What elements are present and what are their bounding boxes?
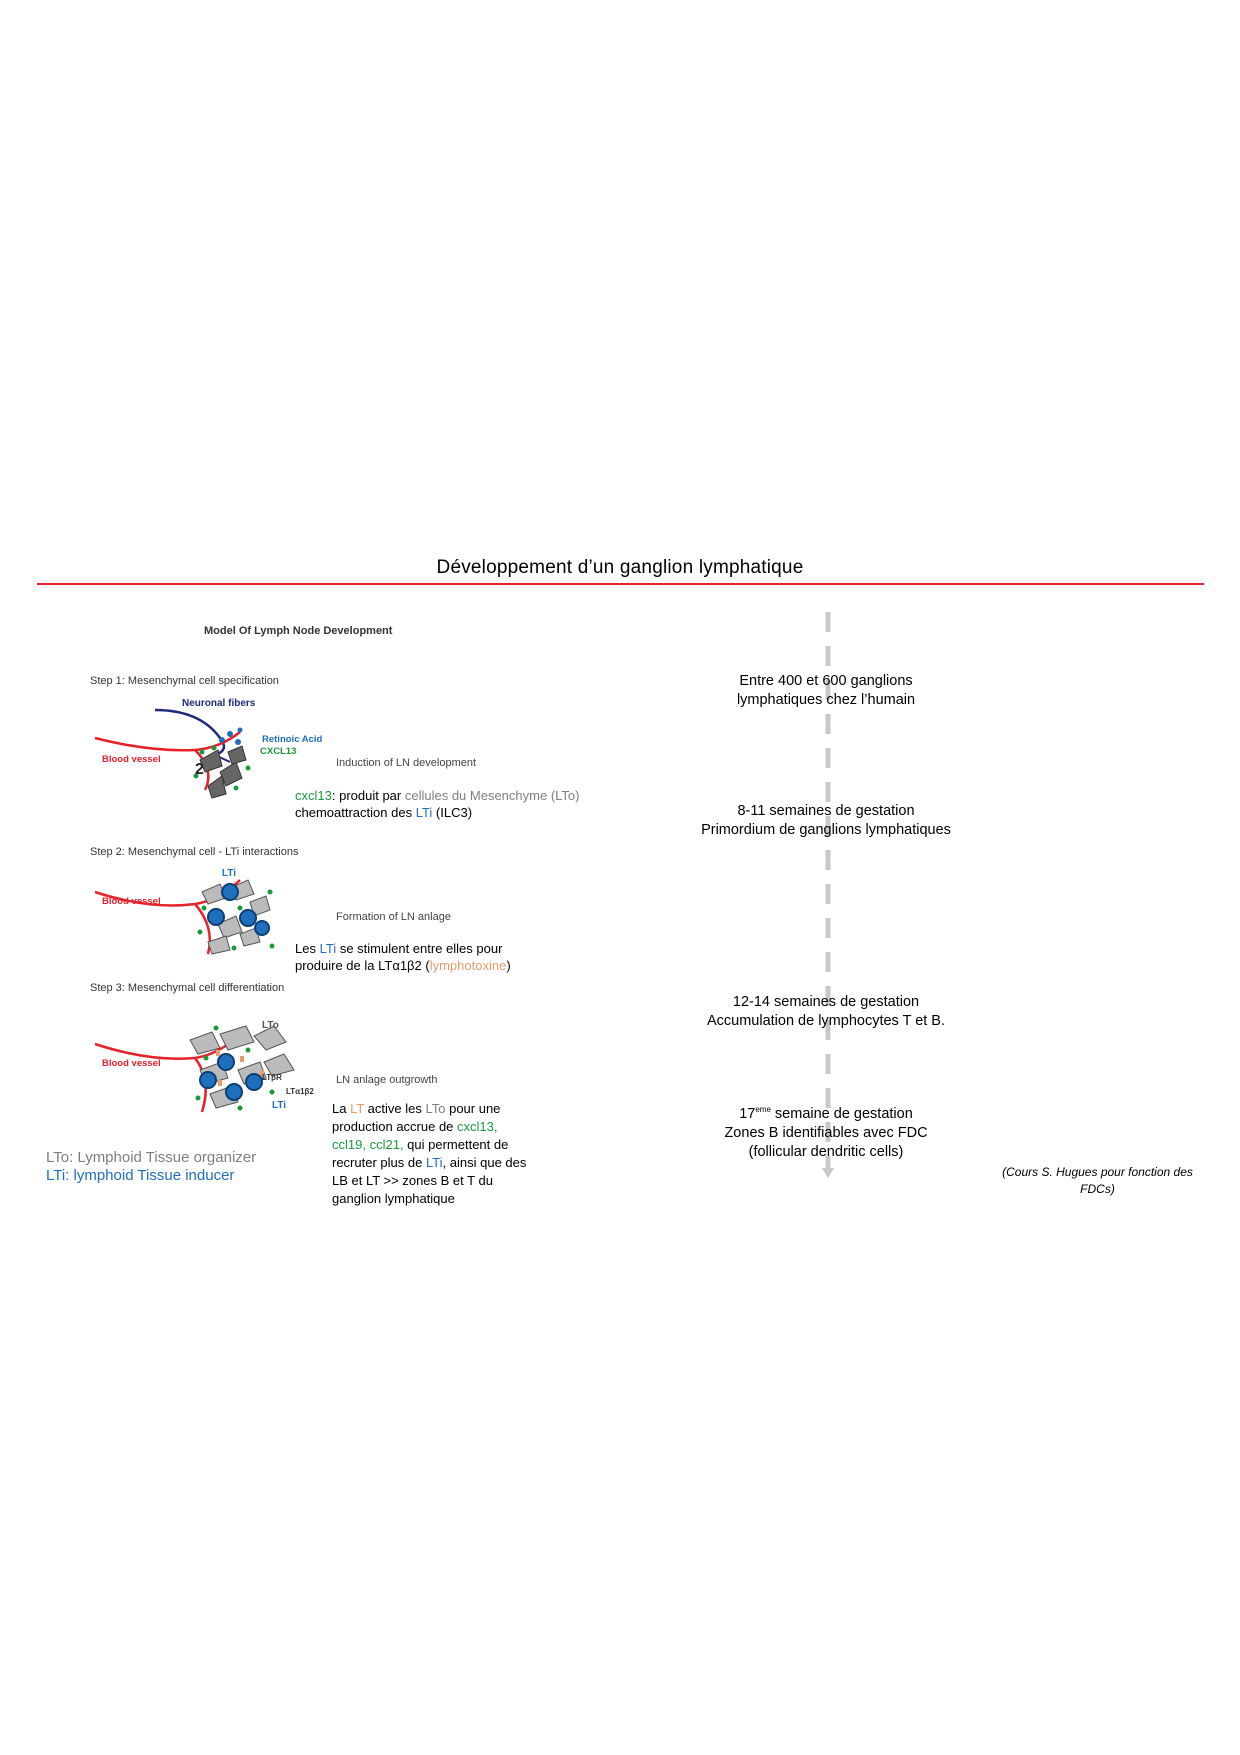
cxcl13-term: cxcl13 — [295, 788, 332, 803]
lti-term: LTi — [415, 805, 433, 820]
lti-term: LTi — [425, 1155, 443, 1170]
citation-note: (Cours S. Hugues pour fonction des FDCs) — [1002, 1165, 1193, 1196]
lt-receptor — [260, 1070, 264, 1076]
step2-label: Step 2: Mesenchymal cell - LTi interacti… — [90, 846, 299, 858]
cxcl13-dot — [267, 889, 273, 895]
figure-title: Model Of Lymph Node Development — [204, 625, 393, 637]
blood-vessel-label: Blood vessel — [102, 754, 161, 765]
cxcl13-term: cxcl13, — [457, 1119, 498, 1134]
mesenchymal-cell — [227, 745, 247, 765]
lti-cell — [221, 883, 239, 901]
lti-cell — [217, 1053, 235, 1071]
cxcl13-dot — [201, 905, 207, 911]
blood-vessel-branch — [194, 903, 212, 955]
legend-lti: LTi: lymphoid Tissue inducer — [46, 1167, 235, 1184]
step2-diagram: Blood vessel LTi — [94, 868, 275, 955]
lt-receptor — [240, 1056, 244, 1062]
step3-diagram: Blood vessel LTo LTβR LTα1β2 LTi — [94, 1020, 314, 1113]
neuronal-label: Neuronal fibers — [182, 698, 256, 709]
lti-label: LTi — [222, 868, 236, 879]
step2-note: Les LTi se stimulent entre elles pour pr… — [295, 941, 511, 973]
mesenchyme-cells-term: cellules du Mesenchyme (LTo) — [404, 788, 580, 803]
lt-receptor — [216, 1050, 220, 1056]
mesenchymal-cell — [219, 761, 243, 787]
lti-cell — [239, 909, 257, 927]
cxcl13-dot — [211, 745, 217, 751]
retinoic-acid-label: Retinoic Acid — [262, 734, 323, 745]
step3-caption: LN anlage outgrowth — [336, 1074, 438, 1086]
cxcl13-dot — [245, 1047, 251, 1053]
step3-note: La LT active les LTo pour une production… — [332, 1101, 527, 1206]
cxcl13-dot — [213, 1025, 219, 1031]
legend-lto: LTo: Lymphoid Tissue organizer — [46, 1149, 257, 1166]
lto-label: LTo — [262, 1020, 279, 1031]
mesenchymal-cell — [199, 749, 223, 773]
cxcl13-dot — [233, 785, 239, 791]
lti-cell — [207, 908, 225, 926]
title-divider — [37, 583, 1204, 585]
mesenchymal-cell — [239, 927, 261, 947]
mesenchymal-cell — [217, 915, 243, 939]
cxcl13-dot — [269, 1089, 275, 1095]
blood-vessel — [94, 731, 241, 752]
lti-cell — [225, 1083, 243, 1101]
retinoic-acid-dot — [237, 727, 243, 733]
cxcl13-dot — [237, 905, 243, 911]
lymphotoxine-term: lymphotoxine — [429, 958, 507, 973]
timeline-arrowhead — [822, 1168, 834, 1178]
lt-receptor — [218, 1080, 222, 1086]
lti-cell — [254, 920, 270, 936]
cxcl13-dot — [195, 1095, 201, 1101]
timeline-event-4: 17eme semaine de gestation Zones B ident… — [724, 1105, 928, 1160]
step2-caption: Formation of LN anlage — [336, 911, 451, 923]
cxcl13-dot — [197, 929, 203, 935]
ltbr-label: LTβR — [262, 1073, 282, 1082]
mesenchymal-cell — [207, 935, 231, 955]
timeline-event-1: Entre 400 et 600 ganglions lymphatiques … — [736, 673, 916, 708]
lta1b2-label: LTα1β2 — [286, 1087, 314, 1096]
cxcl13-dot — [269, 943, 275, 949]
retinoic-acid-dot — [219, 737, 225, 743]
lti-term: LTi — [319, 941, 337, 956]
mesenchymal-cell — [207, 775, 227, 799]
page-title: Développement d’un ganglion lymphatique — [436, 557, 804, 578]
blood-vessel — [94, 1033, 241, 1060]
cxcl13-dot — [245, 765, 251, 771]
step1-note: cxcl13: produit par cellules du Mesenchy… — [295, 788, 580, 820]
lti-label: LTi — [272, 1100, 286, 1111]
mesenchymal-cell — [253, 1025, 287, 1051]
step1-label: Step 1: Mesenchymal cell specification — [90, 675, 279, 687]
lt-term: LT — [350, 1101, 365, 1116]
cxcl13-dot — [203, 1055, 209, 1061]
timeline-line — [822, 612, 834, 1178]
ccl-terms: ccl19, ccl21, — [332, 1137, 404, 1152]
cxcl13-label: CXCL13 — [260, 746, 296, 757]
lto-term: LTo — [425, 1101, 446, 1116]
step3-label: Step 3: Mesenchymal cell differentiation — [90, 982, 285, 994]
blood-vessel-label: Blood vessel — [102, 896, 161, 907]
timeline-event-3: 12-14 semaines de gestation Accumulation… — [706, 994, 946, 1029]
mesenchymal-cell — [263, 1053, 295, 1077]
lti-cell — [245, 1073, 263, 1091]
cxcl13-dot — [193, 773, 199, 779]
retinoic-acid-dot — [235, 739, 241, 745]
cxcl13-dot — [199, 749, 205, 755]
retinoic-acid-dot — [227, 731, 233, 737]
step1-diagram: Neuronal fibers Blood vessel 2 Retinoic … — [94, 698, 323, 799]
mesenchymal-cell — [189, 1031, 221, 1055]
timeline-event-2: 8-11 semaines de gestation Primordium de… — [701, 803, 951, 838]
cxcl13-dot — [237, 1105, 243, 1111]
step-number: 2 — [195, 761, 204, 778]
step1-caption: Induction of LN development — [336, 757, 477, 769]
mesenchymal-cell — [219, 1025, 255, 1051]
blood-vessel-label: Blood vessel — [102, 1058, 161, 1069]
lti-cell — [199, 1071, 217, 1089]
cxcl13-dot — [231, 945, 237, 951]
